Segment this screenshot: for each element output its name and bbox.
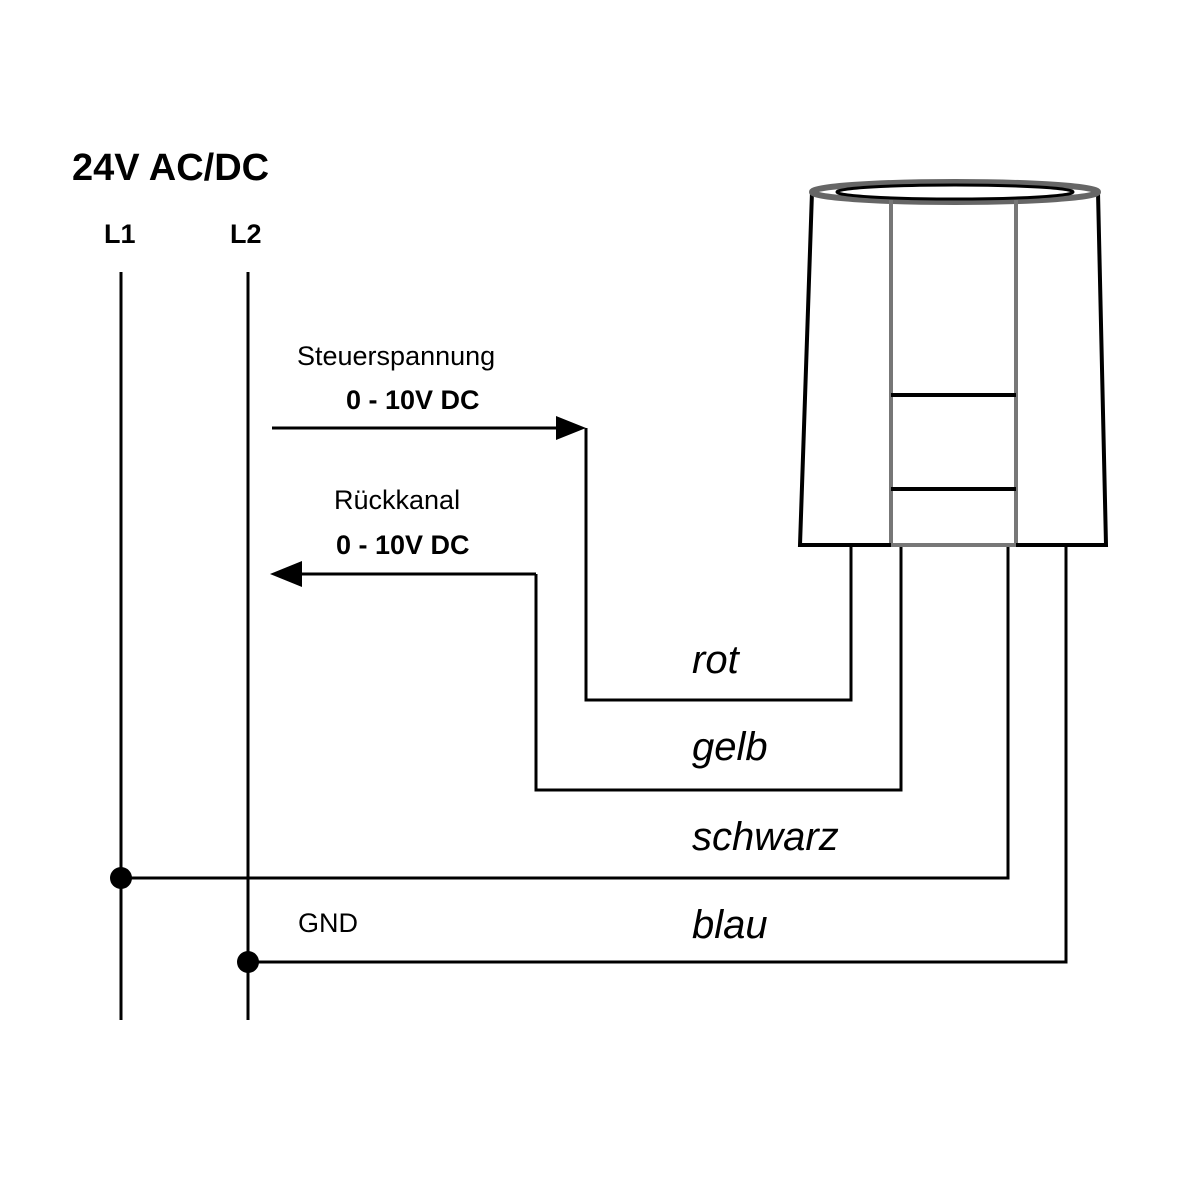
control-label: Steuerspannung	[297, 341, 495, 371]
control-range: 0 - 10V DC	[346, 385, 480, 415]
wire-blue	[248, 545, 1068, 964]
l2-label: L2	[230, 219, 262, 249]
wire-black	[121, 545, 1010, 880]
l1-label: L1	[104, 219, 136, 249]
actuator-icon	[797, 179, 1109, 547]
wire-red	[584, 428, 853, 702]
arrow-head-icon	[556, 416, 586, 440]
supply-title: 24V AC/DC	[72, 147, 269, 189]
junction-dot-icon	[237, 951, 259, 973]
wire-blue-label: blau	[692, 903, 768, 947]
feedback-label: Rückkanal	[334, 485, 460, 515]
wire-red-label: rot	[692, 638, 741, 682]
junction-dot-icon	[110, 867, 132, 889]
wire-black-label: schwarz	[692, 815, 839, 859]
gnd-label: GND	[298, 908, 358, 938]
wire-yellow-label: gelb	[692, 725, 768, 769]
arrow-head-icon	[270, 561, 302, 587]
feedback-range: 0 - 10V DC	[336, 530, 470, 560]
wire-yellow	[534, 545, 903, 792]
